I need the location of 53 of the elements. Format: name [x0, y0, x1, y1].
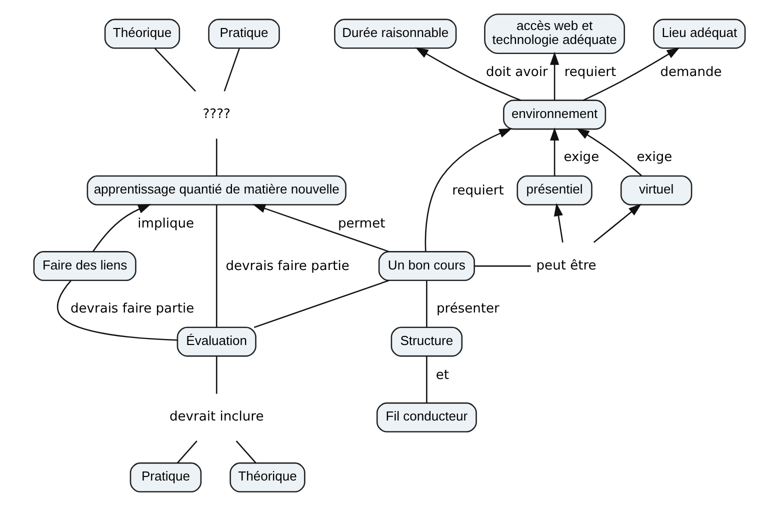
node-text: peut être: [536, 258, 596, 273]
node-box: environnement: [502, 99, 606, 130]
node-box: Pratique: [129, 462, 202, 492]
arrow: [592, 203, 642, 242]
connector: [154, 48, 196, 92]
edge-label: requiert: [564, 64, 616, 80]
arrow: [549, 126, 559, 176]
edge-label: doit avoir: [486, 64, 548, 80]
edge-label: demande: [660, 64, 722, 80]
edge-label: implique: [137, 216, 194, 232]
connector: [215, 138, 217, 176]
arrow: [549, 51, 559, 100]
node-box: présentiel: [516, 174, 592, 205]
arrow: [424, 128, 512, 251]
node-box: Structure: [390, 326, 462, 356]
node-box: accès web et technologie adéquate: [484, 13, 625, 54]
node-box: Un bon cours: [378, 250, 474, 281]
connector: [426, 280, 427, 327]
connector: [474, 264, 530, 266]
edge-label: devrais faire partie: [70, 300, 194, 316]
node-text: ????: [202, 106, 230, 122]
node-box: Fil conducteur: [376, 402, 476, 432]
node-box: Évaluation: [176, 326, 256, 356]
arrow: [414, 46, 520, 100]
node-text: devrait inclure: [168, 409, 264, 424]
connector: [176, 440, 197, 463]
connector: [215, 204, 217, 327]
node-box: virtuel: [620, 174, 692, 205]
node-box: Théorique: [229, 462, 305, 492]
edge-label: exige: [636, 150, 672, 165]
node-box: Pratique: [208, 18, 280, 48]
node-box: Théorique: [104, 18, 180, 48]
edge-label: requiert: [452, 182, 504, 198]
connector: [235, 440, 256, 463]
edge-label: permet: [337, 216, 385, 232]
connector: [253, 279, 389, 328]
arrow: [582, 46, 680, 100]
node-box: Lieu adéquat: [652, 18, 746, 48]
edge-label: devrais faire partie: [225, 258, 349, 274]
node-box: Faire des liens: [32, 250, 136, 281]
connector: [215, 356, 217, 394]
arrow: [576, 128, 642, 176]
connector: [56, 280, 177, 340]
arrow: [92, 204, 151, 252]
arrow: [252, 204, 389, 252]
connector: [426, 356, 427, 403]
edge-label: et: [435, 367, 448, 382]
node-box: Durée raisonnable: [334, 18, 456, 48]
edge-label: exige: [563, 150, 599, 165]
node-box: apprentissage quantié de matière nouvelle: [86, 174, 346, 205]
arrow: [553, 202, 563, 242]
connector: [223, 48, 240, 91]
edge-label: présenter: [436, 300, 499, 316]
